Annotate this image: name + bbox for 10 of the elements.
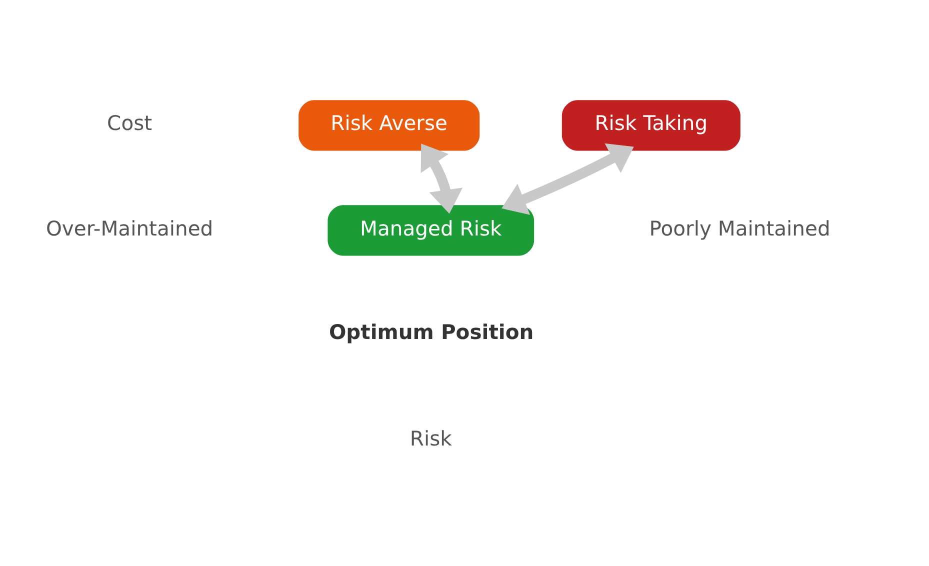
label: Risk bbox=[410, 426, 452, 450]
label: Over-Maintained bbox=[46, 216, 214, 240]
node-label: Optimum Position bbox=[328, 320, 534, 344]
label: Poorly Maintained bbox=[649, 216, 830, 240]
node-box: Managed Risk bbox=[328, 205, 534, 256]
arrow bbox=[502, 143, 634, 215]
arrow bbox=[420, 144, 463, 214]
node-box: Risk Averse bbox=[298, 100, 480, 151]
node-box: Risk Taking bbox=[562, 100, 740, 151]
label: Cost bbox=[107, 111, 152, 136]
